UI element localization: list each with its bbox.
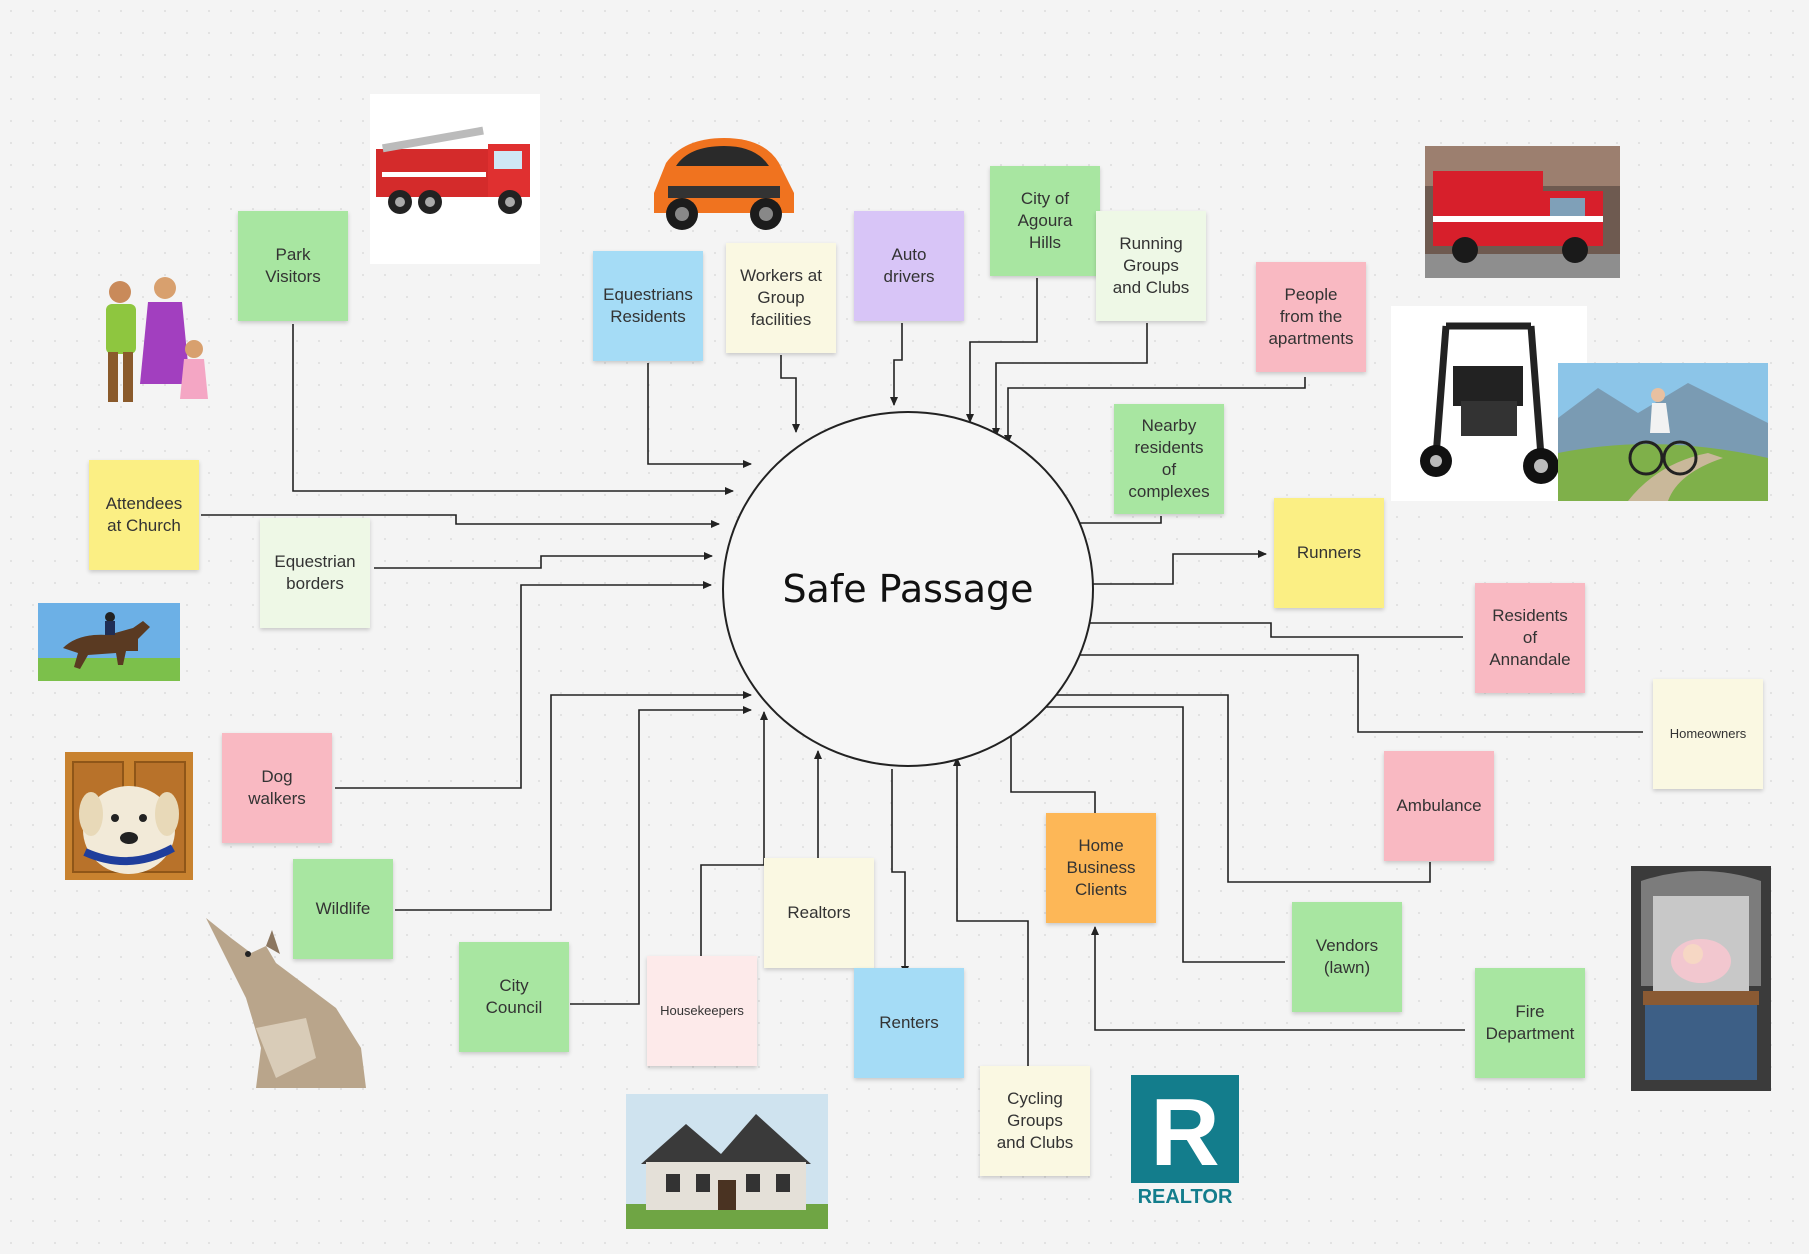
sticky-note-nearby-residents[interactable]: Nearby residents of complexes bbox=[1114, 404, 1224, 514]
connector-layer bbox=[201, 278, 1643, 1075]
connector-vendors-lawn bbox=[1030, 703, 1285, 963]
fire-truck-icon[interactable] bbox=[370, 94, 540, 264]
connector-ambulance bbox=[1039, 691, 1431, 883]
connector-runners-out bbox=[1079, 550, 1267, 585]
central-topic-label: Safe Passage bbox=[782, 567, 1034, 611]
sticky-note-housekeepers[interactable]: Housekeepers bbox=[647, 956, 757, 1066]
connector-cycling-groups bbox=[953, 757, 1029, 1075]
connector-homeowners bbox=[1065, 651, 1643, 733]
whiteboard-canvas: Safe Passage Park Visitors Equestrians R… bbox=[8, 6, 1803, 1250]
sticky-note-equestrians-residents[interactable]: Equestrians Residents bbox=[593, 251, 703, 361]
sticky-note-renters[interactable]: Renters bbox=[854, 968, 964, 1078]
connector-fire-department bbox=[1091, 926, 1465, 1031]
connector-workers-group bbox=[780, 355, 800, 433]
sticky-note-running-groups[interactable]: Running Groups and Clubs bbox=[1096, 211, 1206, 321]
connector-city-agoura bbox=[966, 278, 1038, 423]
connector-dog-walkers bbox=[335, 581, 712, 789]
sticky-note-homeowners[interactable]: Homeowners bbox=[1653, 679, 1763, 789]
sticky-note-workers-group[interactable]: Workers at Group facilities bbox=[726, 243, 836, 353]
walker-icon[interactable] bbox=[1391, 306, 1587, 501]
connector-running-groups bbox=[992, 323, 1148, 437]
sticky-note-fire-department[interactable]: Fire Department bbox=[1475, 968, 1585, 1078]
sticky-note-vendors-lawn[interactable]: Vendors (lawn) bbox=[1292, 902, 1402, 1012]
sticky-note-auto-drivers[interactable]: Auto drivers bbox=[854, 211, 964, 321]
sticky-note-ambulance[interactable]: Ambulance bbox=[1384, 751, 1494, 861]
connector-equestrian-borders bbox=[374, 552, 713, 569]
cyclist-icon[interactable] bbox=[1558, 363, 1768, 501]
car-icon[interactable] bbox=[644, 118, 804, 238]
connector-park-visitors bbox=[292, 324, 734, 495]
sticky-note-city-agoura[interactable]: City of Agoura Hills bbox=[990, 166, 1100, 276]
connector-equestrians-residents bbox=[647, 363, 752, 468]
family-icon[interactable] bbox=[90, 274, 220, 424]
dog-icon[interactable] bbox=[65, 752, 193, 880]
house-icon[interactable] bbox=[626, 1094, 828, 1229]
sticky-note-runners[interactable]: Runners bbox=[1274, 498, 1384, 608]
central-topic-circle[interactable]: Safe Passage bbox=[722, 411, 1094, 767]
connector-attendees-church bbox=[201, 514, 720, 528]
sticky-note-cycling-groups[interactable]: Cycling Groups and Clubs bbox=[980, 1066, 1090, 1176]
sticky-note-park-visitors[interactable]: Park Visitors bbox=[238, 211, 348, 321]
connector-nearby-residents bbox=[1068, 516, 1162, 527]
sticky-note-residents-annandale[interactable]: Residents of Annandale bbox=[1475, 583, 1585, 693]
svg-text:R: R bbox=[1150, 1079, 1219, 1186]
sticky-note-city-council[interactable]: City Council bbox=[459, 942, 569, 1052]
connector-wildlife bbox=[395, 691, 752, 911]
connector-city-council bbox=[570, 706, 752, 1005]
connector-renters-out bbox=[891, 769, 909, 975]
sticky-note-realtors[interactable]: Realtors bbox=[764, 858, 874, 968]
ambulance-icon[interactable] bbox=[1425, 146, 1620, 278]
svg-text:REALTOR: REALTOR bbox=[1138, 1186, 1233, 1208]
sticky-note-dog-walkers[interactable]: Dog walkers bbox=[222, 733, 332, 843]
stroller-icon[interactable] bbox=[1631, 866, 1771, 1091]
connector-people-apartments bbox=[1004, 377, 1306, 444]
coyote-icon[interactable] bbox=[196, 908, 371, 1088]
sticky-note-wildlife[interactable]: Wildlife bbox=[293, 859, 393, 959]
horse-rider-icon[interactable] bbox=[38, 603, 180, 681]
sticky-note-equestrian-borders[interactable]: Equestrian borders bbox=[260, 518, 370, 628]
sticky-note-home-business[interactable]: Home Business Clients bbox=[1046, 813, 1156, 923]
connector-home-business bbox=[1007, 721, 1096, 815]
connector-residents-annandale bbox=[1073, 619, 1463, 638]
connector-auto-drivers bbox=[890, 323, 903, 406]
connector-housekeepers bbox=[700, 711, 768, 964]
realtor-logo-icon[interactable]: R REALTOR bbox=[1123, 1073, 1248, 1211]
sticky-note-attendees-church[interactable]: Attendees at Church bbox=[89, 460, 199, 570]
sticky-note-people-apartments[interactable]: People from the apartments bbox=[1256, 262, 1366, 372]
